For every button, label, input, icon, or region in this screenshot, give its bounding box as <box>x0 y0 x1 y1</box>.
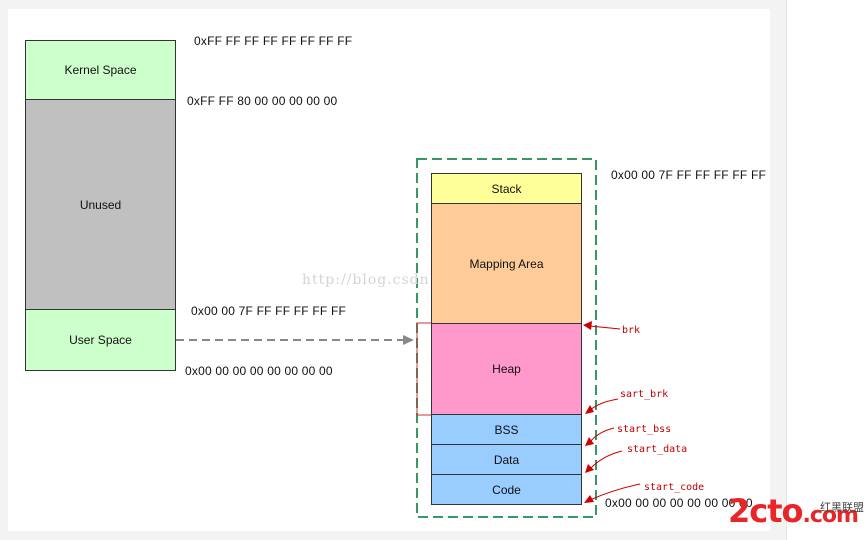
bss-label: BSS <box>494 422 519 437</box>
data-label: Data <box>493 452 520 467</box>
unused-label: Unused <box>79 197 122 212</box>
heap-block: Heap <box>431 323 582 415</box>
user-space-block: User Space <box>25 309 176 371</box>
site-logo: 2cto.com 红黑联盟 <box>728 492 866 532</box>
start-data-pointer <box>589 450 623 470</box>
brk-arrowhead <box>583 321 592 330</box>
logo-suffix-text: .com <box>802 503 859 528</box>
heap-label: Heap <box>492 362 521 376</box>
unused-block: Unused <box>25 99 176 310</box>
addr-code-bottom: 0x00 00 00 00 00 00 00 00 <box>605 496 753 510</box>
bss-block: BSS <box>431 414 582 445</box>
start-data-annotation: start_data <box>627 444 688 455</box>
addr-user-bottom: 0x00 00 00 00 00 00 00 00 <box>185 364 333 378</box>
expansion-arrowhead <box>403 335 414 345</box>
start-bss-pointer <box>589 427 615 443</box>
addr-stack-top: 0x00 00 7F FF FF FF FF FF <box>611 168 767 182</box>
kernel-space-block: Kernel Space <box>25 40 176 100</box>
right-margin <box>786 0 866 540</box>
start-bss-annotation: start_bss <box>617 424 672 435</box>
start-brk-annotation: sart_brk <box>620 389 669 400</box>
addr-kernel-top: 0xFF FF FF FF FF FF FF FF <box>194 34 353 48</box>
user-space-label: User Space <box>69 333 132 347</box>
start-code-pointer <box>589 483 641 501</box>
start-code-arrowhead <box>584 495 594 503</box>
stack-block: Stack <box>431 173 582 204</box>
mapping-area-block: Mapping Area <box>431 203 582 324</box>
heap-bracket <box>416 322 431 416</box>
brk-annotation: brk <box>622 325 641 336</box>
data-block: Data <box>431 444 582 475</box>
logo-chinese-text: 红黑联盟 <box>820 502 864 514</box>
kernel-space-label: Kernel Space <box>64 63 137 77</box>
start-code-annotation: start_code <box>644 482 705 493</box>
brk-pointer <box>589 325 621 330</box>
mapping-area-label: Mapping Area <box>469 256 544 271</box>
start-bss-arrowhead <box>585 437 594 446</box>
code-block: Code <box>431 474 582 505</box>
start-brk-arrowhead <box>585 405 594 414</box>
addr-user-top: 0x00 00 7F FF FF FF FF FF <box>191 304 347 318</box>
addr-kernel-bottom: 0xFF FF 80 00 00 00 00 00 <box>187 94 338 108</box>
start-data-arrowhead <box>585 464 594 473</box>
stack-label: Stack <box>491 181 522 196</box>
code-label: Code <box>492 482 521 497</box>
start-brk-pointer <box>589 398 619 411</box>
logo-main-text: 2cto <box>728 492 804 530</box>
